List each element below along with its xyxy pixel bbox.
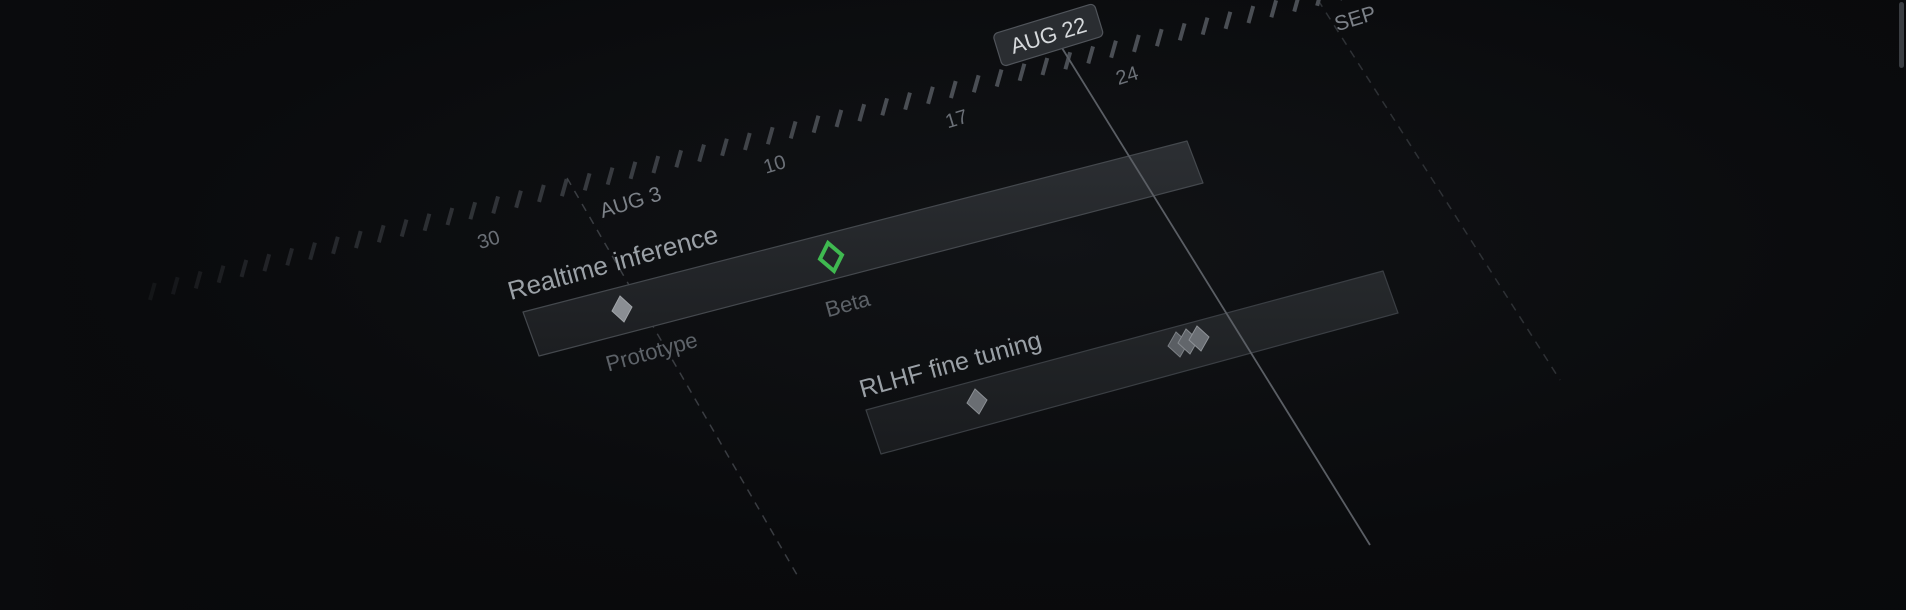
month-label-aug: AUG 3 <box>597 182 664 222</box>
tick-label-17: 17 <box>943 106 971 134</box>
ruler-tick <box>903 92 912 111</box>
milestone-diamond-done-icon <box>611 295 633 323</box>
ruler-tick <box>514 190 523 209</box>
ruler-tick <box>1200 17 1210 36</box>
ruler-tick <box>1109 40 1118 59</box>
ruler-tick <box>1017 63 1027 82</box>
ruler-tick <box>697 143 706 163</box>
month-separator-aug <box>566 177 801 581</box>
ruler-tick <box>1246 5 1256 24</box>
project-bar-realtime-inference[interactable] <box>522 140 1204 357</box>
today-badge[interactable] <box>993 3 1104 67</box>
milestone-diamond-done-icon <box>966 388 988 415</box>
ruler-tick <box>765 126 775 145</box>
ruler-tick <box>1223 11 1233 30</box>
ruler-tick <box>880 97 889 116</box>
ruler-tick <box>651 155 661 174</box>
month-separator-sep <box>1317 0 1561 381</box>
ruler-tick <box>857 103 867 122</box>
tick-label-24: 24 <box>1113 62 1141 90</box>
ruler-tick <box>605 167 615 186</box>
ruler-tick <box>1315 0 1321 7</box>
today-marker[interactable]: AUG 22 <box>993 3 1104 67</box>
tick-label-10: 10 <box>761 151 789 179</box>
ruler-tick <box>537 184 546 203</box>
ruler-tick <box>376 224 386 243</box>
ruler-tick <box>1154 28 1164 47</box>
ruler-tick <box>399 218 409 238</box>
ruler-tick <box>1132 34 1141 53</box>
ruler-tick <box>926 86 935 105</box>
ruler-tick <box>674 149 684 168</box>
ruler-tick <box>239 259 249 278</box>
month-label-sep: SEP <box>1332 2 1379 36</box>
ruler-tick <box>559 178 569 197</box>
ruler-tick <box>491 195 500 215</box>
project-row-rlhf-fine-tuning[interactable]: RLHF fine tuning <box>856 270 1399 455</box>
ruler-tick <box>971 74 981 93</box>
ruler-tick <box>1040 57 1050 76</box>
ruler-tick <box>1269 0 1279 18</box>
today-line <box>1061 47 1371 546</box>
ruler-tick <box>354 230 363 249</box>
ruler-tick <box>422 213 432 232</box>
tick-label-30: 30 <box>475 227 503 255</box>
milestone-rlhf-stack[interactable] <box>1167 325 1210 358</box>
ruler-tick <box>720 138 729 157</box>
ruler-tick <box>1086 45 1095 65</box>
ruler-tick <box>582 172 592 191</box>
ruler-tick <box>994 68 1004 88</box>
ruler-tick <box>811 115 821 134</box>
ruler-tick <box>1177 22 1187 41</box>
scrollbar-thumb[interactable] <box>1899 2 1904 68</box>
ruler-tick <box>308 242 317 261</box>
milestone-rlhf-1[interactable] <box>966 388 988 415</box>
ruler-tick <box>285 247 294 266</box>
milestone-label-beta: Beta <box>822 286 873 322</box>
ruler-tick <box>949 80 958 99</box>
milestone-diamond-stack-icon <box>1188 325 1210 352</box>
vertical-scrollbar[interactable] <box>1896 0 1906 610</box>
ruler-tick <box>468 201 478 220</box>
milestone-diamond-current-icon <box>817 239 845 275</box>
ruler-tick <box>1292 0 1300 13</box>
project-bar-rlhf-fine-tuning[interactable] <box>865 270 1399 455</box>
ruler-tick <box>262 253 272 272</box>
ruler-tick <box>743 132 752 151</box>
ruler-tick <box>1063 51 1073 70</box>
left-fade <box>0 0 240 610</box>
ruler-tick <box>788 120 798 140</box>
ruler-tick <box>331 236 340 255</box>
ruler-tick <box>628 161 638 180</box>
project-row-realtime-inference[interactable]: Realtime inference Prototype Beta <box>504 140 1204 376</box>
ruler-tick <box>445 207 455 226</box>
ruler-tick <box>834 109 844 128</box>
